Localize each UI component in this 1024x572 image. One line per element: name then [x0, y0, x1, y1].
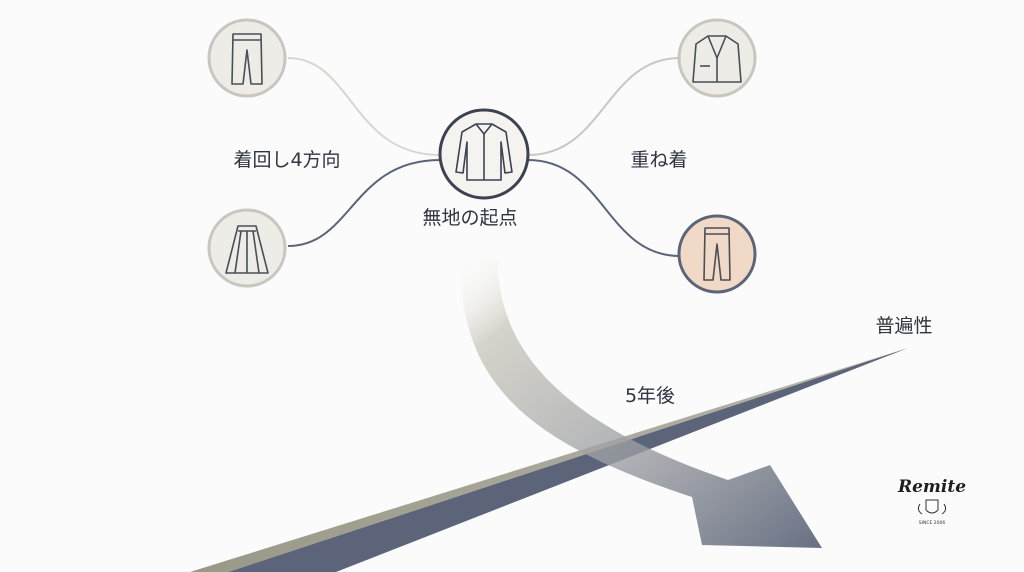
crest-icon — [917, 499, 947, 515]
logo-tagline: SINCE 2006 — [919, 520, 946, 526]
connector-top-left — [287, 57, 441, 156]
node-top-left — [207, 18, 287, 98]
universality-band — [190, 348, 908, 572]
node-top-right — [677, 18, 757, 98]
connectors — [287, 57, 681, 257]
five-years-arrow-body — [460, 258, 822, 548]
connector-bottom-left — [287, 159, 441, 247]
brand-logo: Remite SINCE 2006 — [897, 477, 966, 526]
five-years-arrow — [460, 258, 822, 548]
slacks-icon — [703, 227, 731, 281]
label-left: 着回し4方向 — [233, 149, 340, 171]
connector-bottom-right — [527, 159, 681, 257]
connector-top-right — [527, 57, 681, 156]
jacket-icon — [692, 35, 742, 83]
center-label: 無地の起点 — [422, 207, 517, 229]
label-right: 重ね着 — [630, 149, 687, 171]
node-bottom-left — [207, 208, 287, 288]
pants-icon — [231, 33, 263, 85]
band-light-half — [190, 348, 908, 572]
logo-wordmark: Remite — [897, 477, 966, 497]
label-five-years: 5年後 — [625, 385, 675, 407]
label-universality: 普遍性 — [875, 315, 932, 337]
skirt-icon — [225, 225, 269, 274]
node-center: 無地の起点 — [422, 108, 530, 229]
shirt-icon — [455, 123, 513, 181]
node-bottom-right — [677, 214, 757, 294]
